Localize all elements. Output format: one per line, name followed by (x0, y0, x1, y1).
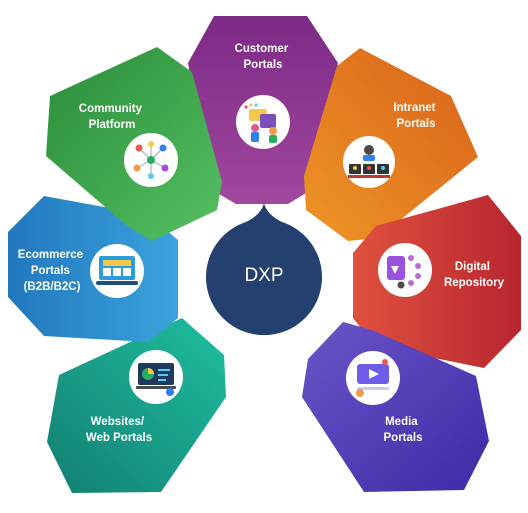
dxp-center-label: DXP (244, 265, 283, 286)
segment-customer-portals: Customer Portals (188, 16, 338, 204)
dxp-center: DXP (200, 203, 328, 336)
segment-shape (47, 318, 226, 493)
segment-label: Community Platform (79, 103, 145, 131)
segment-ecommerce-portals: Ecommerce Portals (B2B/B2C) (8, 196, 178, 342)
video-meeting-icon (343, 136, 395, 188)
segment-shape (353, 195, 521, 368)
portal-users-icon (236, 95, 290, 149)
segment-digital-repository: Digital Repository (353, 195, 521, 368)
segment-intranet-portals: Intranet Portals (304, 48, 478, 241)
segment-media-portals: Media Portals (302, 322, 489, 492)
segment-label: Intranet Portals (393, 102, 438, 130)
segment-websites-web-portals: Websites/ Web Portals (47, 318, 226, 493)
segment-label: Media Portals (384, 416, 423, 444)
segment-label: Websites/ Web Portals (86, 416, 152, 444)
dxp-center-shape (206, 203, 323, 336)
digital-repository-icon (378, 243, 432, 297)
segment-shape (304, 48, 478, 241)
media-player-icon (346, 351, 400, 405)
segment-label: Customer Portals (235, 43, 292, 71)
segment-community-platform: Community Platform (46, 47, 222, 241)
segment-shape (302, 322, 489, 492)
segment-label: Digital Repository (444, 261, 505, 289)
segment-label: Ecommerce Portals (B2B/B2C) (18, 249, 86, 293)
online-store-icon (90, 244, 144, 298)
website-analytics-icon (129, 350, 183, 404)
network-people-icon (124, 133, 178, 187)
